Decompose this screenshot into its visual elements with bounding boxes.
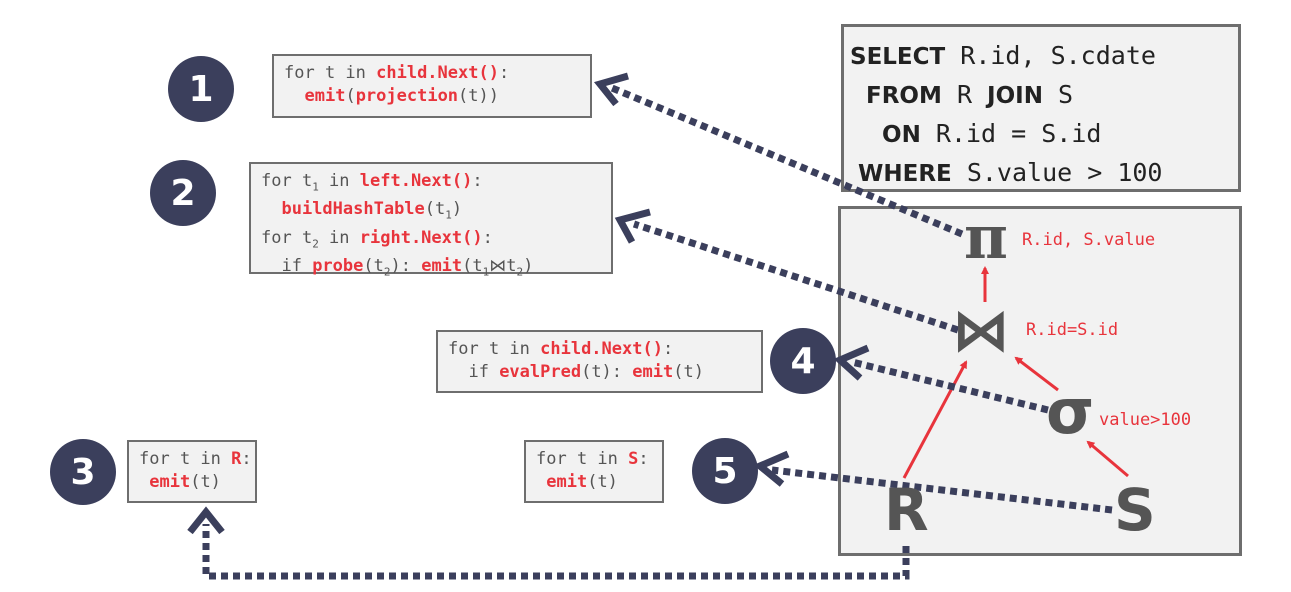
subscript: 1 [312,180,319,194]
query-plan-box [838,206,1242,556]
edge-sigma-to-join [1014,356,1059,392]
sql-keyword: JOIN [987,83,1043,109]
code-highlight: buildHashTable [281,199,425,220]
code-highlight: right.Next() [359,227,483,248]
step-badge-5: 5 [692,438,758,504]
edge-s-to-sigma [1086,440,1129,478]
code-text: ) [523,256,534,277]
arrowhead-4 [833,344,870,381]
code-text: (t): [581,362,633,382]
subscript: 1 [482,265,490,279]
code-text: for t in [284,63,377,83]
code-text: in [318,227,360,248]
code-text: ( [345,86,356,106]
arrowhead-1 [593,72,629,107]
step-badge-2: 2 [150,160,216,226]
bowtie-icon: ⋈ [489,256,507,277]
dotted-arrows [202,84,1113,580]
subscript: 2 [516,265,524,279]
sql-keyword: WHERE [850,161,952,187]
arrow-sigma-to-badge4 [851,358,1049,414]
sql-keyword: SELECT [850,44,946,70]
code-highlight: probe [312,256,364,277]
code-text: : [472,171,483,191]
join-label: R.id=S.id [1026,320,1119,340]
subscript: 1 [445,208,452,222]
code-box-hash-join: for t1 in left.Next(): buildHashTable(t1… [249,162,613,279]
sql-text: R.id = S.id [920,119,1102,148]
join-operator: ⋈ [952,296,1010,364]
code-text: for t in [139,449,232,469]
arrowhead-5 [753,450,790,487]
code-text: : [662,339,674,359]
code-box-filter: for t in child.Next(): if evalPred(t): e… [436,330,763,393]
code-text: (t [462,256,483,277]
code-text: for t [261,227,313,248]
table-s: S [1114,476,1156,544]
sql-text: S [1042,80,1074,109]
code-box-scan-r: for t in R: emit(t) [127,440,257,503]
edge-r-to-join [902,360,968,479]
sql-text: R [941,80,988,109]
code-text: : [638,449,649,469]
code-highlight: emit [632,362,674,382]
code-text: t [506,256,517,277]
code-text: (t [424,199,446,220]
selection-label: value>100 [1099,410,1192,430]
code-text: for t [261,171,313,191]
code-highlight: R [231,449,242,469]
selection-operator: σ [1046,375,1095,448]
sql-keyword: ON [850,122,921,148]
arrow-s-to-badge5 [771,466,1113,514]
arrowhead-3 [187,506,225,535]
code-highlight: left.Next() [359,171,473,191]
code-box-projection: for t in child.Next(): emit(projection(t… [272,54,592,118]
code-text: ) [451,199,463,220]
sql-text: R.id, S.cdate [945,41,1156,70]
arrowhead-2 [614,208,651,244]
code-highlight: emit [421,256,463,277]
code-highlight: child.Next() [376,63,499,83]
code-highlight: emit [546,472,588,492]
projection-operator: π [964,203,1008,273]
code-highlight: child.Next() [540,339,663,359]
subscript: 2 [383,265,391,279]
code-highlight: emit [304,86,346,106]
code-text: (t)) [458,86,499,106]
code-text: : [241,449,252,469]
code-highlight: emit [149,472,191,492]
code-highlight: S [628,449,639,469]
arrowheads [187,72,870,535]
code-text: in [318,171,360,191]
step-badge-1: 1 [168,56,234,122]
sql-keyword: FROM [850,83,942,109]
code-text: (t) [190,472,221,492]
projection-label: R.id, S.value [1022,230,1156,250]
code-highlight: projection [355,86,459,106]
code-text: (t) [673,362,704,382]
subscript: 2 [312,237,319,251]
step-badge-3: 3 [50,439,116,505]
code-text: if [261,256,313,277]
code-box-scan-s: for t in S: emit(t) [524,440,664,503]
code-text: : [498,63,510,83]
sql-query-box: SELECT R.id, S.cdate FROM R JOIN S ON R.… [841,24,1241,192]
code-text: (t) [587,472,618,492]
code-text: for t in [536,449,629,469]
arrow-pi-to-code1 [610,84,964,238]
code-text: for t in [448,339,541,359]
step-badge-4: 4 [770,328,836,394]
arrow-join-to-code2 [632,220,960,334]
code-highlight: evalPred [499,362,582,382]
code-text: : [482,227,493,248]
code-text: ): [390,256,422,277]
code-text: (t [363,256,384,277]
code-text: if [448,362,500,382]
table-r: R [884,476,929,544]
arrow-r-to-code3 [202,524,910,580]
sql-text: S.value > 100 [951,158,1163,187]
